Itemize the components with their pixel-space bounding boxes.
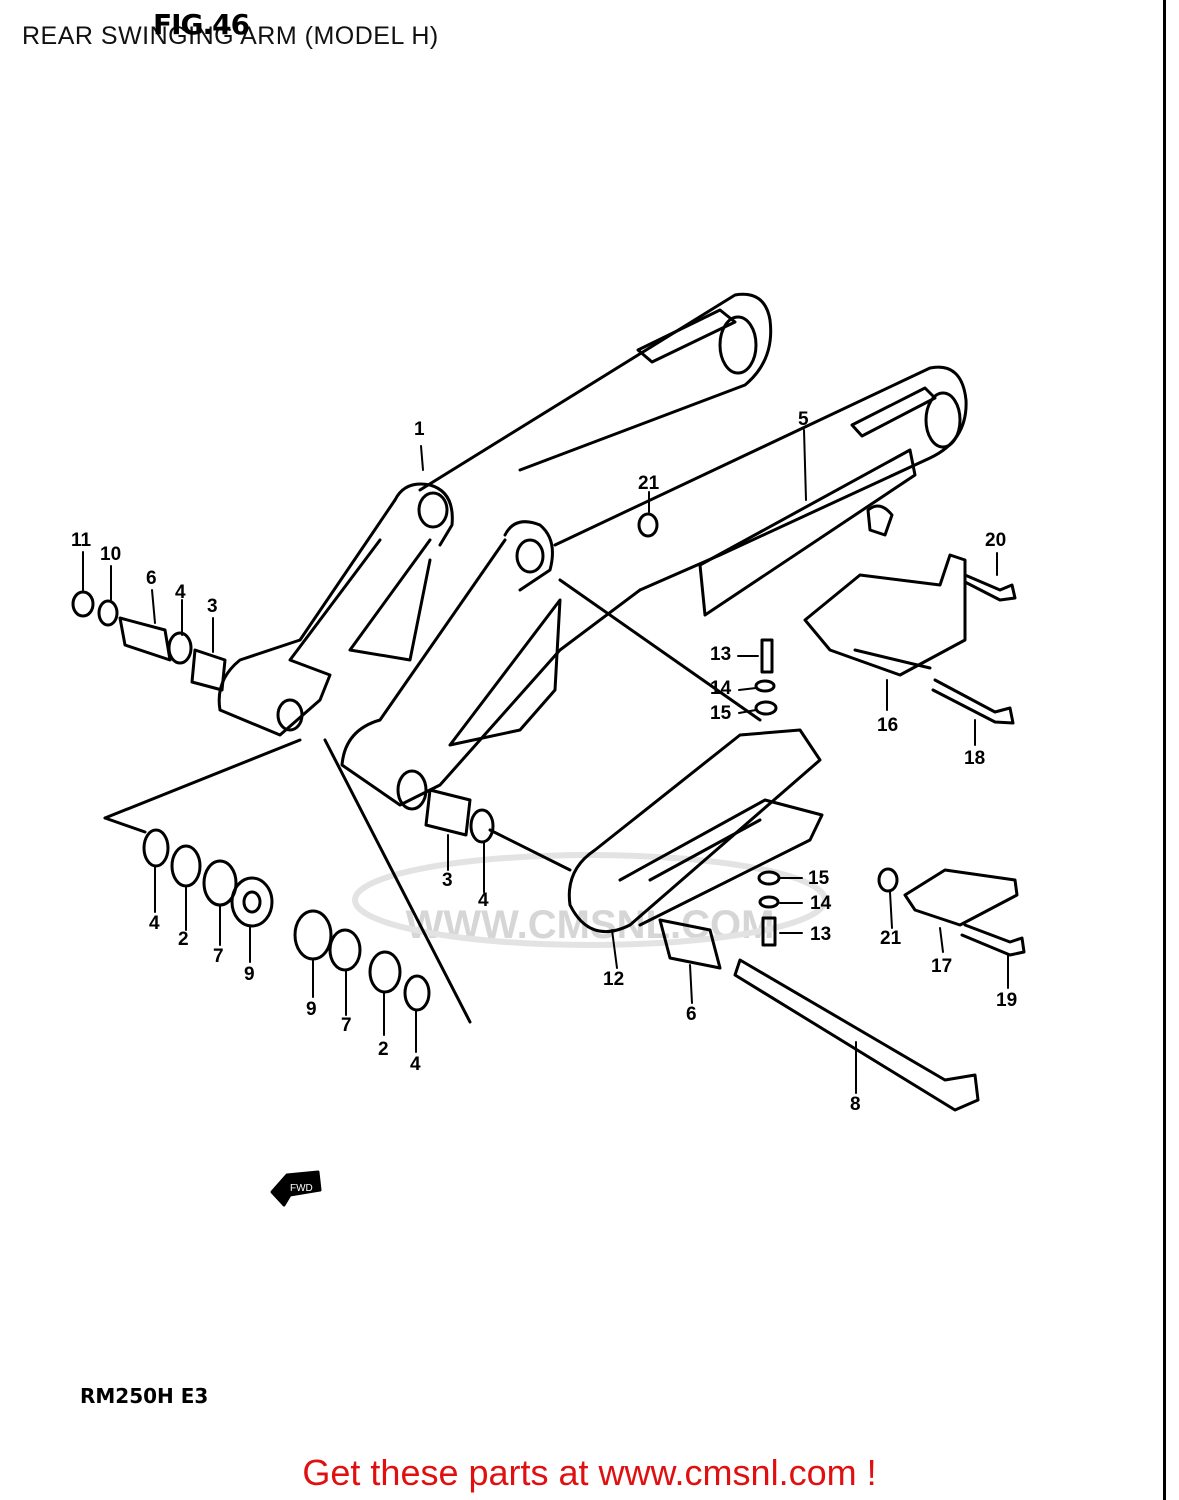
washer-9-left — [230, 876, 274, 928]
callout-4-mid: 4 — [410, 1054, 421, 1075]
callout-4: 4 — [175, 582, 186, 603]
seal-2-mid — [368, 950, 402, 994]
seal-2-left — [170, 844, 202, 888]
bolt-18 — [931, 678, 1015, 725]
seal-4-center — [469, 808, 495, 844]
callout-2-mid: 2 — [378, 1039, 389, 1060]
guide-line-1 — [103, 738, 302, 820]
linkage-rib — [648, 818, 762, 882]
callout-13-lower: 13 — [810, 924, 832, 945]
callout-14: 14 — [710, 678, 732, 699]
washer-9-left-hole — [242, 890, 262, 914]
callout-8: 8 — [850, 1094, 861, 1115]
callout-12: 12 — [603, 969, 625, 990]
washer-14-lower — [758, 895, 780, 909]
washer-14-upper — [754, 679, 776, 693]
bracket-16-strap — [853, 648, 932, 670]
pivot-boss-upper — [393, 482, 454, 547]
bolt-20 — [963, 573, 1017, 602]
mount-boss — [866, 504, 894, 537]
bearing-3-center — [424, 788, 472, 837]
washer-10 — [97, 599, 119, 627]
guide-line-5 — [488, 828, 572, 872]
callout-3-center: 3 — [442, 870, 453, 891]
left-pivot-hole — [276, 698, 304, 732]
callout-1: 1 — [414, 419, 425, 440]
spacer-7-mid — [328, 928, 362, 972]
callout-15-lower: 15 — [808, 868, 830, 889]
callout-4-left: 4 — [149, 913, 160, 934]
callout-4-center: 4 — [478, 890, 489, 911]
callout-9-mid: 9 — [306, 999, 317, 1020]
bolt-13-upper — [760, 638, 774, 674]
center-frame — [340, 538, 642, 807]
near-arm-beam — [553, 365, 968, 592]
seal-4-left — [142, 828, 170, 868]
guide-line-2 — [103, 816, 147, 834]
pivot-boss-lower — [503, 520, 554, 592]
linkage-arm — [567, 728, 822, 934]
callout-19: 19 — [996, 990, 1018, 1011]
washer-15-upper — [754, 700, 778, 716]
callout-18: 18 — [964, 748, 986, 769]
seal-4-mid — [403, 974, 431, 1012]
callout-13: 13 — [710, 644, 732, 665]
page-title: REAR SWINGING ARM (MODEL H) — [22, 22, 439, 50]
parts-shop-link[interactable]: Get these parts at www.cmsnl.com ! — [302, 1452, 877, 1493]
bolt-13-lower — [761, 916, 777, 947]
callout-6: 6 — [146, 568, 157, 589]
center-pivot-hole — [396, 769, 428, 811]
nut-21-right — [877, 867, 899, 893]
fwd-arrow-label: FWD — [290, 1183, 313, 1194]
nut-21-top — [637, 512, 659, 538]
far-axle-hole — [718, 315, 758, 375]
washer-9-mid — [293, 909, 333, 961]
bearing-3-upper — [190, 648, 227, 692]
axle-8 — [733, 958, 980, 1112]
left-arm-leg-inner — [348, 538, 432, 662]
callout-7-mid: 7 — [341, 1015, 352, 1036]
collar-6-lower — [658, 918, 722, 970]
callout-21: 21 — [638, 473, 660, 494]
bolt-19 — [960, 923, 1026, 957]
callout-20: 20 — [985, 530, 1007, 551]
far-arm-beam — [418, 292, 773, 492]
seal-4-upper — [167, 631, 193, 665]
logo-plate — [698, 448, 917, 617]
bracket-16 — [803, 553, 967, 677]
figure-number: FIG.46 — [153, 8, 250, 41]
pivot-boss-lower-hole — [515, 538, 545, 574]
callout-11: 11 — [71, 530, 92, 551]
left-arm-leg — [217, 498, 397, 737]
callout-5: 5 — [798, 409, 809, 430]
guide-line-3 — [323, 738, 472, 1024]
fwd-arrow-icon — [270, 1170, 322, 1207]
guide-line-4 — [558, 578, 762, 722]
callout-14-lower: 14 — [810, 893, 832, 914]
callout-9-left: 9 — [244, 964, 255, 985]
callout-2-left: 2 — [178, 929, 189, 950]
collar-6-upper — [118, 616, 172, 662]
callout-21-lower: 21 — [880, 928, 902, 949]
pivot-boss-upper-hole — [417, 491, 449, 529]
callout-17: 17 — [931, 956, 953, 977]
nut-11 — [71, 590, 95, 618]
far-arm-slot — [636, 308, 737, 364]
center-frame-inner — [448, 598, 562, 747]
callout-7-left: 7 — [213, 946, 224, 967]
linkage-lower-plate — [618, 798, 824, 927]
callout-10: 10 — [100, 544, 122, 565]
callout-15: 15 — [710, 703, 732, 724]
page-edge-rule — [1163, 0, 1166, 1500]
callout-3: 3 — [207, 596, 218, 617]
model-code: RM250H E3 — [80, 1384, 209, 1408]
guard-17 — [903, 868, 1019, 927]
near-arm-slot — [850, 386, 937, 438]
near-axle-hole — [924, 391, 962, 449]
callout-16: 16 — [877, 715, 899, 736]
callout-6-lower: 6 — [686, 1004, 697, 1025]
